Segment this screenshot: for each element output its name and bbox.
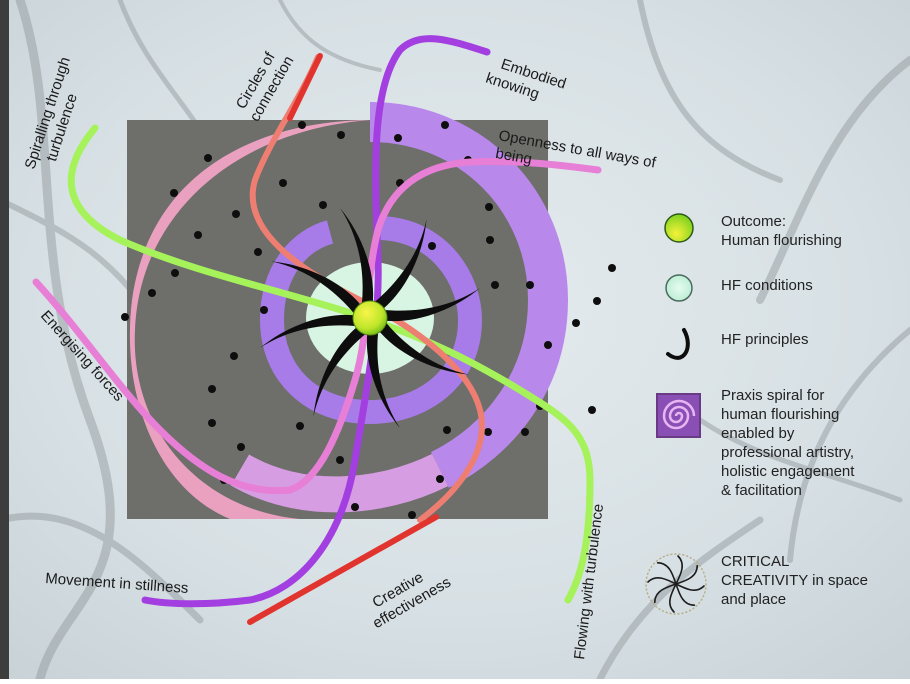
legend-praxis-symbol [656,393,701,438]
legend-symbols [645,213,707,615]
legend-principles-label: HF principles [721,331,809,348]
legend-critical-symbol [645,553,707,615]
pinwheel-blade [370,288,480,322]
strands [32,35,602,625]
legend-outcome-label: Outcome: Human flourishing [721,213,842,249]
strand-red-top [287,53,323,121]
legend-outcome-symbol [664,213,694,243]
legend-conditions-symbol [665,274,693,302]
pinwheel-blade [340,208,374,318]
legend-principles-symbol [666,328,690,360]
outer-spiral-ring [129,102,569,520]
inner-spiral-ring [259,216,483,425]
pinwheel-blade [260,314,370,348]
strand-circles-creative [249,54,485,523]
legend-praxis-label: Praxis spiral for human flourishing enab… [721,387,855,499]
left-frame-bar [0,0,9,679]
legend-conditions-label: HF conditions [721,277,813,294]
strand-red-bottom [247,514,439,625]
strand-openness-energising [32,158,602,495]
pinwheel-blade [366,318,400,428]
legend-critical-label: CRITICAL CREATIVITY in space and place [721,553,868,608]
human-flourishing-center [352,300,388,336]
